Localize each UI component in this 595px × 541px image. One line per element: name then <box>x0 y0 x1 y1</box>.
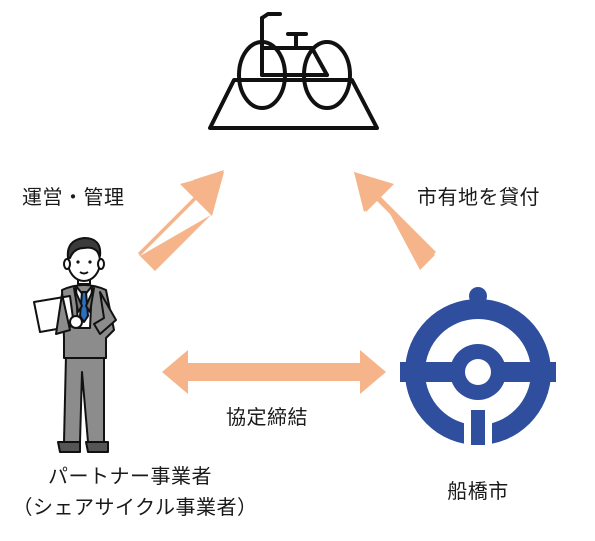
business-person-with-tablet-icon <box>33 237 117 453</box>
edge-label-agreement: 協定締結 <box>226 405 308 429</box>
partner-name-line1: パートナー事業者 <box>48 464 212 488</box>
bicycle-station-icon <box>208 12 379 130</box>
partner-name-line2: （シェアサイクル事業者） <box>12 495 258 519</box>
arrow-partner-city <box>162 350 386 394</box>
city-name: 船橋市 <box>447 479 509 503</box>
arrow-partner-to-station <box>138 170 224 271</box>
edge-label-land-lease: 市有地を貸付 <box>417 185 540 209</box>
edge-label-operation-management: 運営・管理 <box>22 185 125 209</box>
arrow-city-to-station <box>354 172 437 270</box>
funabashi-city-emblem-icon <box>400 287 556 445</box>
